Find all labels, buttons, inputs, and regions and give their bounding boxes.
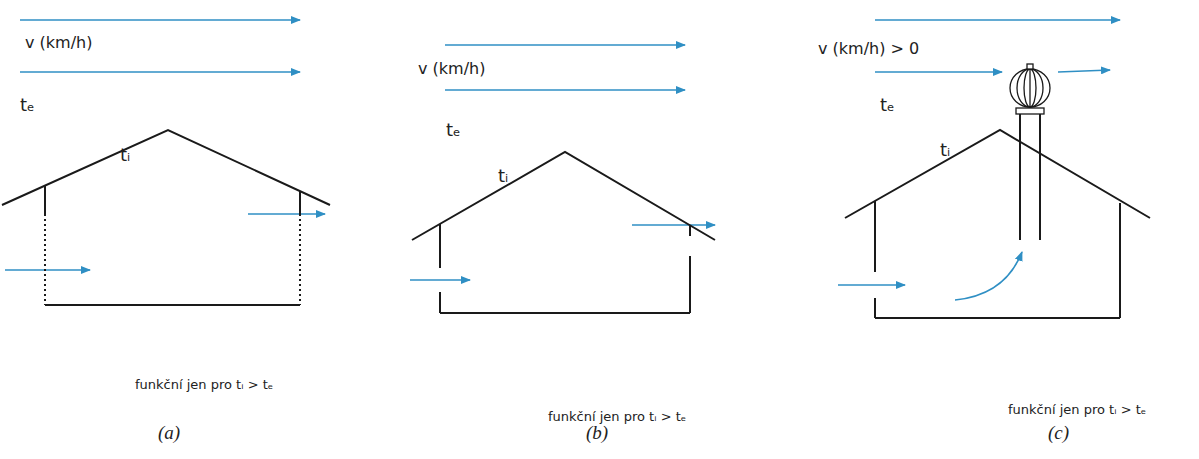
exterior-temp: tₑ xyxy=(880,95,895,116)
wind-speed-label: v (km/h) xyxy=(418,60,485,78)
panel-caption: (c) xyxy=(1048,422,1069,444)
wind-speed-label: v (km/h) > 0 xyxy=(818,40,919,58)
interior-temp: tᵢ xyxy=(120,145,130,166)
panel-caption: (a) xyxy=(158,422,180,444)
panel-caption: (b) xyxy=(586,422,608,444)
exterior-temp: tₑ xyxy=(446,120,461,141)
condition-note: funkční jen pro tᵢ > tₑ xyxy=(548,410,686,425)
interior-temp: tᵢ xyxy=(940,140,950,161)
house-outlines xyxy=(2,112,1150,318)
condition-note: funkční jen pro tᵢ > tₑ xyxy=(135,378,273,393)
airflow-arrows xyxy=(5,20,1120,300)
interior-temp: tᵢ xyxy=(498,166,508,187)
wind-speed-label: v (km/h) xyxy=(25,34,92,52)
condition-note: funkční jen pro tᵢ > tₑ xyxy=(1008,403,1146,418)
exterior-temp: tₑ xyxy=(20,95,35,116)
turbine-ventilator xyxy=(1010,64,1050,114)
